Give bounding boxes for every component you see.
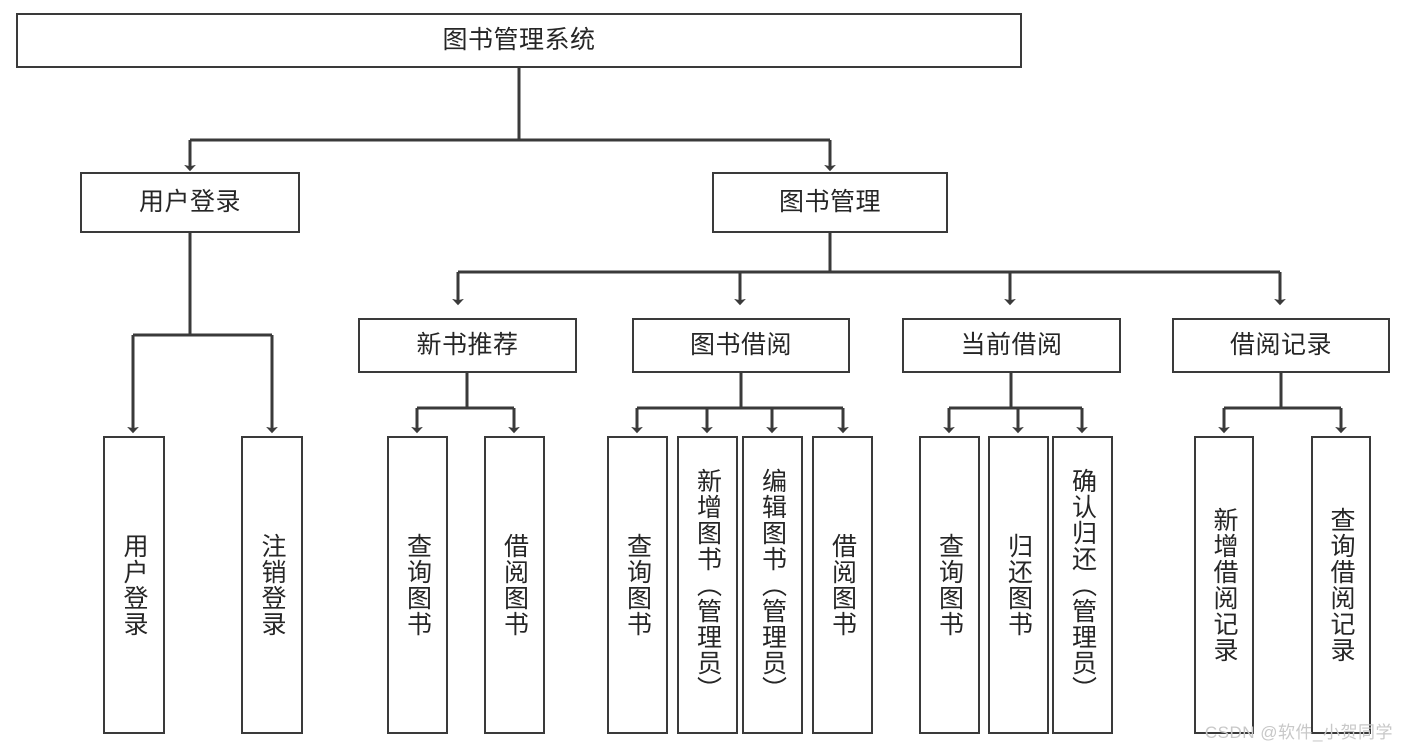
node-leaf-query-borrow-record-label: 查询借阅记录 [1327,507,1355,663]
node-leaf-user-login[interactable]: 用户登录 [103,436,165,734]
node-leaf-edit-book-admin-label: 编辑图书（管理员） [758,468,787,702]
node-leaf-borrow-book-2[interactable]: 借阅图书 [812,436,873,734]
node-leaf-edit-book-admin[interactable]: 编辑图书（管理员） [742,436,803,734]
node-leaf-query-borrow-record[interactable]: 查询借阅记录 [1311,436,1371,734]
node-leaf-query-book-2-label: 查询图书 [623,533,652,637]
node-leaf-query-book-3-label: 查询图书 [935,533,964,637]
node-book-manage[interactable]: 图书管理 [712,172,948,233]
node-leaf-confirm-return-admin-label: 确认归还（管理员） [1068,468,1097,702]
node-leaf-add-borrow-record[interactable]: 新增借阅记录 [1194,436,1254,734]
node-leaf-logout-login-label: 注销登录 [258,533,286,637]
node-leaf-borrow-book-1[interactable]: 借阅图书 [484,436,545,734]
node-leaf-confirm-return-admin[interactable]: 确认归还（管理员） [1052,436,1113,734]
node-leaf-add-book-admin[interactable]: 新增图书（管理员） [677,436,738,734]
node-leaf-user-login-label: 用户登录 [120,533,148,637]
node-leaf-return-book-label: 归还图书 [1004,533,1033,637]
node-root[interactable]: 图书管理系统 [16,13,1022,68]
watermark: CSDN @软件_小贺同学 [1204,723,1393,742]
node-leaf-add-borrow-record-label: 新增借阅记录 [1210,507,1238,663]
node-borrow-record[interactable]: 借阅记录 [1172,318,1390,373]
node-leaf-query-book-3[interactable]: 查询图书 [919,436,980,734]
node-leaf-return-book[interactable]: 归还图书 [988,436,1049,734]
node-leaf-query-book-2[interactable]: 查询图书 [607,436,668,734]
node-book-borrow[interactable]: 图书借阅 [632,318,850,373]
node-new-book-recommend-label: 新书推荐 [416,331,519,360]
node-borrow-record-label: 借阅记录 [1229,331,1332,360]
node-leaf-query-book-1[interactable]: 查询图书 [387,436,448,734]
node-leaf-add-book-admin-label: 新增图书（管理员） [693,468,722,702]
node-leaf-query-book-1-label: 查询图书 [403,533,432,637]
node-book-borrow-label: 图书借阅 [689,331,792,360]
node-current-borrow-label: 当前借阅 [960,331,1063,360]
node-root-label: 图书管理系统 [442,26,596,55]
node-book-manage-label: 图书管理 [778,188,881,217]
node-new-book-recommend[interactable]: 新书推荐 [358,318,577,373]
node-user-login-label: 用户登录 [138,188,241,217]
node-user-login[interactable]: 用户登录 [80,172,300,233]
node-leaf-borrow-book-1-label: 借阅图书 [500,533,529,637]
node-leaf-borrow-book-2-label: 借阅图书 [828,533,857,637]
node-leaf-logout-login[interactable]: 注销登录 [241,436,303,734]
node-current-borrow[interactable]: 当前借阅 [902,318,1121,373]
